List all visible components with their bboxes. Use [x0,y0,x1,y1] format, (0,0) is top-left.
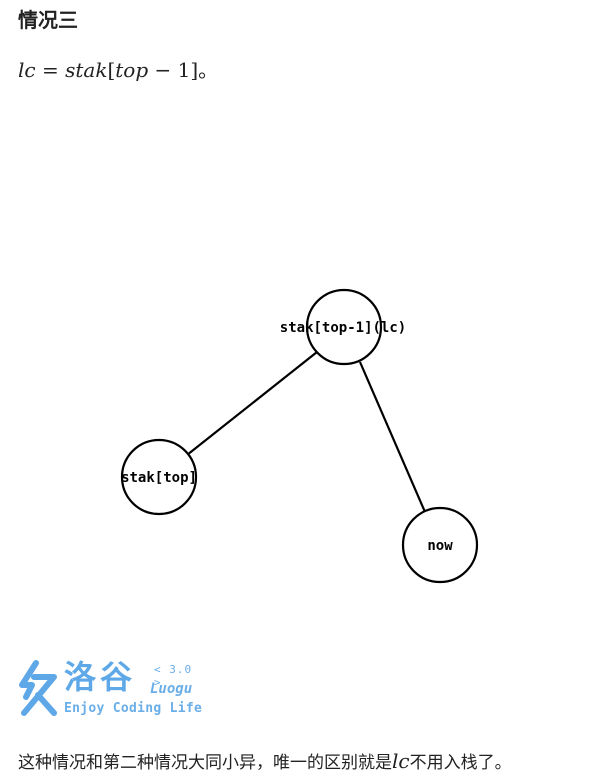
node-parent-circle [305,288,383,366]
node-left-label: stak[top] [121,470,197,486]
caption-variable: lc [392,749,410,773]
formula-close-bracket: ] [190,58,199,82]
node-parent-label: stak[top-1](lc) [280,320,406,336]
formula-one: 1 [177,58,191,82]
luogu-logo: 洛谷 < 3.0 > Luogu Enjoy Coding Life [16,657,206,721]
edge-parent-right [358,361,427,513]
formula-equals: = [35,58,66,82]
logo-version: < 3.0 > [154,663,193,689]
logo-name-cn: 洛谷 [64,658,137,696]
node-right-label: now [427,538,453,554]
node-left-circle [120,438,198,516]
formula-open-bracket: [ [107,58,116,82]
formula-lhs: lc [18,58,36,82]
formula: lc = stak[top − 1]。 [18,54,218,83]
caption-after: 不用入栈了。 [409,753,512,773]
caption: 这种情况和第二种情况大同小异，唯一的区别就是lc不用入栈了。 [18,748,512,773]
luogu-mark-icon [19,660,57,716]
edge-parent-left [186,351,318,456]
formula-period: 。 [198,58,219,82]
caption-before: 这种情况和第二种情况大同小异，唯一的区别就是 [18,753,392,773]
formula-stak: stak [65,58,108,82]
formula-minus: − [148,58,178,82]
logo-name-en: Luogu [150,681,193,697]
section-heading: 情况三 [18,8,78,32]
logo-slogan: Enjoy Coding Life [64,701,203,716]
node-right-circle [401,506,479,584]
formula-top: top [115,58,149,82]
